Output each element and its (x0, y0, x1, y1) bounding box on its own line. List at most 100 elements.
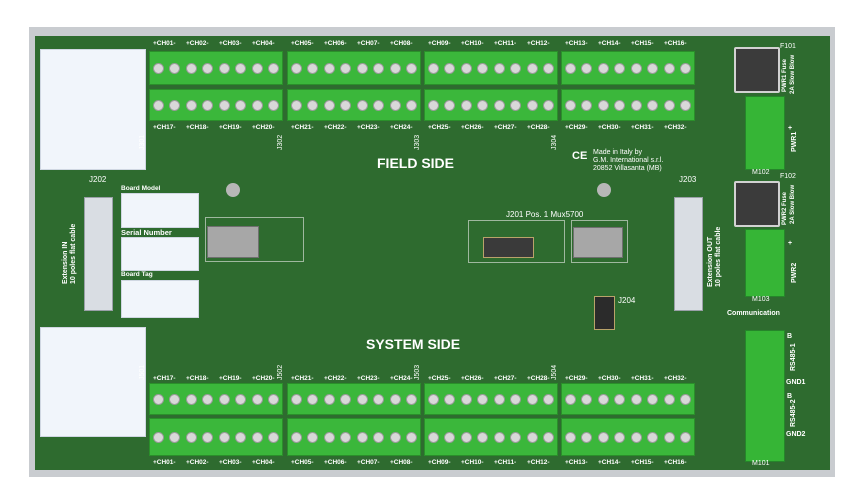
j204-header (594, 296, 615, 330)
field-bottom-label-ch22: +CH22- (324, 124, 347, 131)
pwr1-plus: + (788, 125, 793, 132)
terminal-screw (663, 393, 675, 405)
system-connector-j501: J501 (139, 364, 146, 380)
pwr1-terminal (745, 96, 785, 170)
system-connector-j503: J503 (414, 364, 421, 380)
field-top-label-ch02: +CH02- (186, 40, 209, 47)
j201-label: J201 Pos. 1 Mux5700 (506, 210, 584, 219)
f102-label: F102 (780, 173, 796, 180)
terminal-screw (235, 393, 247, 405)
system-top-label-ch21: +CH21- (291, 375, 314, 382)
system-bottom-label-ch02: +CH02- (186, 459, 209, 466)
ext-in-line1: Extension IN (62, 241, 69, 284)
terminal-screw (680, 99, 692, 111)
field-bottom-label-ch30: +CH30- (598, 124, 621, 131)
field-terminal-top-1 (149, 51, 283, 85)
serial-number-label: Serial Number (121, 228, 172, 237)
terminal-screw (340, 393, 352, 405)
terminal-screw (510, 62, 522, 74)
terminal-screw (444, 99, 456, 111)
pwr2-plus: + (788, 240, 793, 247)
board-tag-box (121, 280, 199, 318)
field-bottom-label-ch24: +CH24- (390, 124, 413, 131)
terminal-screw (680, 62, 692, 74)
system-top-label-ch18: +CH18- (186, 375, 209, 382)
system-bottom-label-ch10: +CH10- (461, 459, 484, 466)
ext-in-line2: 10 poles flat cable (70, 223, 77, 284)
system-bottom-label-ch13: +CH13- (565, 459, 588, 466)
terminal-screw (218, 431, 230, 443)
terminal-screw (406, 99, 418, 111)
terminal-screw (597, 99, 609, 111)
terminal-screw (510, 99, 522, 111)
terminal-screw (152, 99, 164, 111)
j202-connector (84, 197, 113, 311)
terminal-screw (543, 99, 555, 111)
system-terminal-bottom-2 (287, 418, 421, 456)
pwr1-fuse-label: PWR1 Fuse (782, 58, 788, 92)
terminal-screw (202, 99, 214, 111)
terminal-screw (290, 431, 302, 443)
component-right (573, 227, 623, 258)
terminal-screw (427, 99, 439, 111)
terminal-screw (251, 99, 263, 111)
board-tag-label: Board Tag (121, 271, 153, 278)
terminal-screw (581, 62, 593, 74)
field-terminal-top-2 (287, 51, 421, 85)
m102-label: M102 (752, 169, 770, 176)
pwr1-label: PWR1 (791, 131, 798, 152)
component-outline-left (205, 217, 304, 262)
terminal-screw (444, 393, 456, 405)
terminal-screw (647, 99, 659, 111)
terminal-screw (268, 99, 280, 111)
board-model-box (121, 193, 199, 228)
terminal-screw (323, 99, 335, 111)
system-terminal-bottom-3 (424, 418, 558, 456)
system-terminal-bottom-4 (561, 418, 695, 456)
terminal-screw (581, 99, 593, 111)
terminal-screw (477, 431, 489, 443)
pwr2-terminal (745, 229, 785, 297)
terminal-screw (477, 62, 489, 74)
rs485-2-b: B (787, 393, 793, 400)
system-bottom-label-ch01: +CH01- (153, 459, 176, 466)
terminal-screw (169, 393, 181, 405)
communication-label: Communication (727, 310, 780, 317)
field-terminal-top-3 (424, 51, 558, 85)
made-line1: Made in Italy by (593, 149, 643, 156)
terminal-screw (597, 393, 609, 405)
m103-label: M103 (752, 296, 770, 303)
system-bottom-label-ch16: +CH16- (664, 459, 687, 466)
terminal-screw (597, 62, 609, 74)
terminal-screw (340, 99, 352, 111)
system-terminal-bottom-1 (149, 418, 283, 456)
terminal-screw (169, 99, 181, 111)
gnd2-label: GND2 (786, 431, 806, 438)
terminal-screw (526, 62, 538, 74)
terminal-screw (169, 62, 181, 74)
terminal-screw (218, 393, 230, 405)
label-area-bottom (40, 327, 146, 437)
terminal-screw (185, 393, 197, 405)
field-top-label-ch05: +CH05- (291, 40, 314, 47)
field-bottom-label-ch18: +CH18- (186, 124, 209, 131)
terminal-screw (543, 431, 555, 443)
rs485-2-label: RS485-2 (790, 399, 797, 427)
terminal-screw (663, 62, 675, 74)
terminal-screw (543, 393, 555, 405)
terminal-screw (581, 393, 593, 405)
field-top-label-ch15: +CH15- (631, 40, 654, 47)
system-terminal-top-4 (561, 383, 695, 415)
field-top-label-ch07: +CH07- (357, 40, 380, 47)
system-bottom-label-ch05: +CH05- (291, 459, 314, 466)
system-top-label-ch30: +CH30- (598, 375, 621, 382)
field-connector-j302: J302 (277, 134, 284, 150)
field-top-label-ch16: +CH16- (664, 40, 687, 47)
m101-label: M101 (752, 460, 770, 467)
terminal-screw (460, 62, 472, 74)
field-top-label-ch10: +CH10- (461, 40, 484, 47)
component-left (207, 226, 259, 258)
ext-out-line1: Extension OUT (707, 236, 714, 287)
system-bottom-label-ch09: +CH09- (428, 459, 451, 466)
terminal-screw (647, 62, 659, 74)
